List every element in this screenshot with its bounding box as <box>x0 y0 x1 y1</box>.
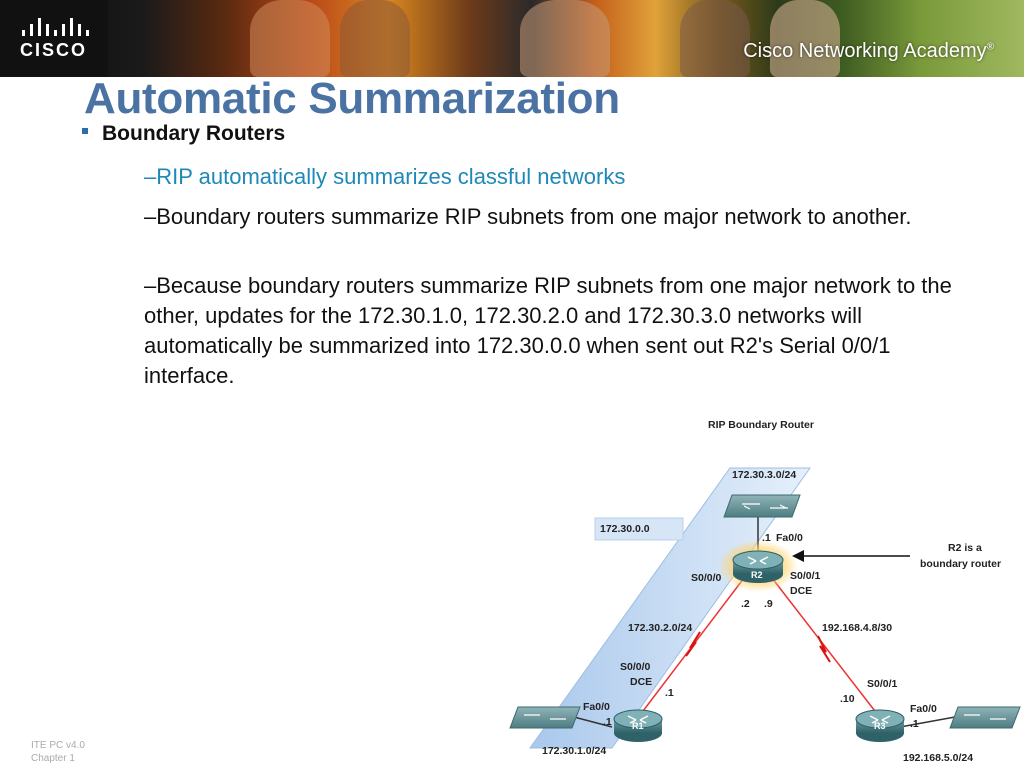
banner-photo-2 <box>340 0 410 77</box>
net-top-label: 172.30.3.0/24 <box>732 469 797 481</box>
net-right-link-label: 192.168.4.8/30 <box>822 622 893 634</box>
diagram-heading: RIP Boundary Router <box>708 419 814 431</box>
header-banner: CISCO Cisco Networking Academy® <box>0 0 1024 77</box>
top-switch-icon <box>723 494 801 518</box>
callout-arrowhead-icon <box>792 550 804 562</box>
r1-fa-if-label: Fa0/0 <box>583 701 610 713</box>
r1-fa-ip-label: .1 <box>603 716 612 728</box>
registered-mark: ® <box>986 41 994 53</box>
r1-dce-label: DCE <box>630 676 653 688</box>
r1-to-lan-link <box>573 716 613 728</box>
r1-label: R1 <box>632 721 644 731</box>
cisco-wordmark: CISCO <box>20 40 88 60</box>
banner-photo-3 <box>520 0 610 77</box>
bullet-main: Boundary Routers <box>82 122 285 146</box>
r2-left-if-label: S0/0/0 <box>691 572 722 584</box>
r3-router-icon <box>855 709 905 742</box>
footer-chapter: Chapter 1 <box>31 753 75 764</box>
r1-lan-switch-icon <box>509 706 581 729</box>
r3-to-lan-link <box>899 716 956 728</box>
r3-fa-ip-label: .1 <box>910 718 919 730</box>
r3-lan-switch-icon <box>949 706 1021 729</box>
bullet-main-text: Boundary Routers <box>102 122 286 145</box>
banner-photo-4 <box>680 0 750 77</box>
r2-right-if-label: S0/0/1 <box>790 570 821 582</box>
r2-right-ip-label: .9 <box>764 598 773 610</box>
r2-right-dce-label: DCE <box>790 585 813 597</box>
academy-title: Cisco Networking Academy® <box>743 40 994 63</box>
footer-course: ITE PC v4.0 <box>31 740 85 751</box>
banner-photo-1 <box>250 0 330 77</box>
summary-box <box>594 517 684 541</box>
summary-region <box>529 467 811 749</box>
r3-fa-if-label: Fa0/0 <box>910 703 937 715</box>
r2-router-icon <box>718 540 798 592</box>
r3-serial-ip-label: .10 <box>840 693 855 705</box>
r1-r2-lightning-icon <box>685 631 701 657</box>
r1-router-icon <box>613 709 663 742</box>
net-left-link-label: 172.30.2.0/24 <box>628 622 693 634</box>
r2-left-ip-label: .2 <box>741 598 750 610</box>
banner-photo-5 <box>770 0 840 77</box>
net-r1-lan-label: 172.30.1.0/24 <box>542 745 607 757</box>
net-r3-lan-label: 192.168.5.0/24 <box>903 752 974 764</box>
network-diagram: RIP Boundary Router 172.30.0.0 172.30.3.… <box>500 410 1024 768</box>
callout-line-2: boundary router <box>920 558 1002 570</box>
subpoint-2: –Boundary routers summarize RIP subnets … <box>144 204 912 229</box>
summary-box-label: 172.30.0.0 <box>600 523 650 535</box>
r3-label: R3 <box>874 721 886 731</box>
subpoint-3: –Because boundary routers summarize RIP … <box>144 273 952 388</box>
subpoint-1: –RIP automatically summarizes classful n… <box>144 164 626 189</box>
banner-logo-area <box>0 0 108 77</box>
r2-to-r3-serial-link <box>771 577 879 716</box>
r2-top-if-label: Fa0/0 <box>776 532 803 544</box>
slide-title: Automatic Summarization <box>84 74 620 123</box>
academy-text: Cisco Networking Academy <box>743 40 987 62</box>
r3-serial-if-label: S0/0/1 <box>867 678 898 690</box>
r2-label: R2 <box>751 570 763 580</box>
r2-r3-lightning-icon <box>817 635 831 663</box>
r1-serial-ip-label: .1 <box>665 687 674 699</box>
callout-line-1: R2 is a <box>948 542 982 554</box>
bullet-square-icon <box>82 128 88 135</box>
r1-serial-if-label: S0/0/0 <box>620 661 651 673</box>
diagram-graphics <box>509 467 1021 749</box>
cisco-logo: CISCO <box>20 18 96 62</box>
r2-top-ip-label: .1 <box>762 532 771 544</box>
